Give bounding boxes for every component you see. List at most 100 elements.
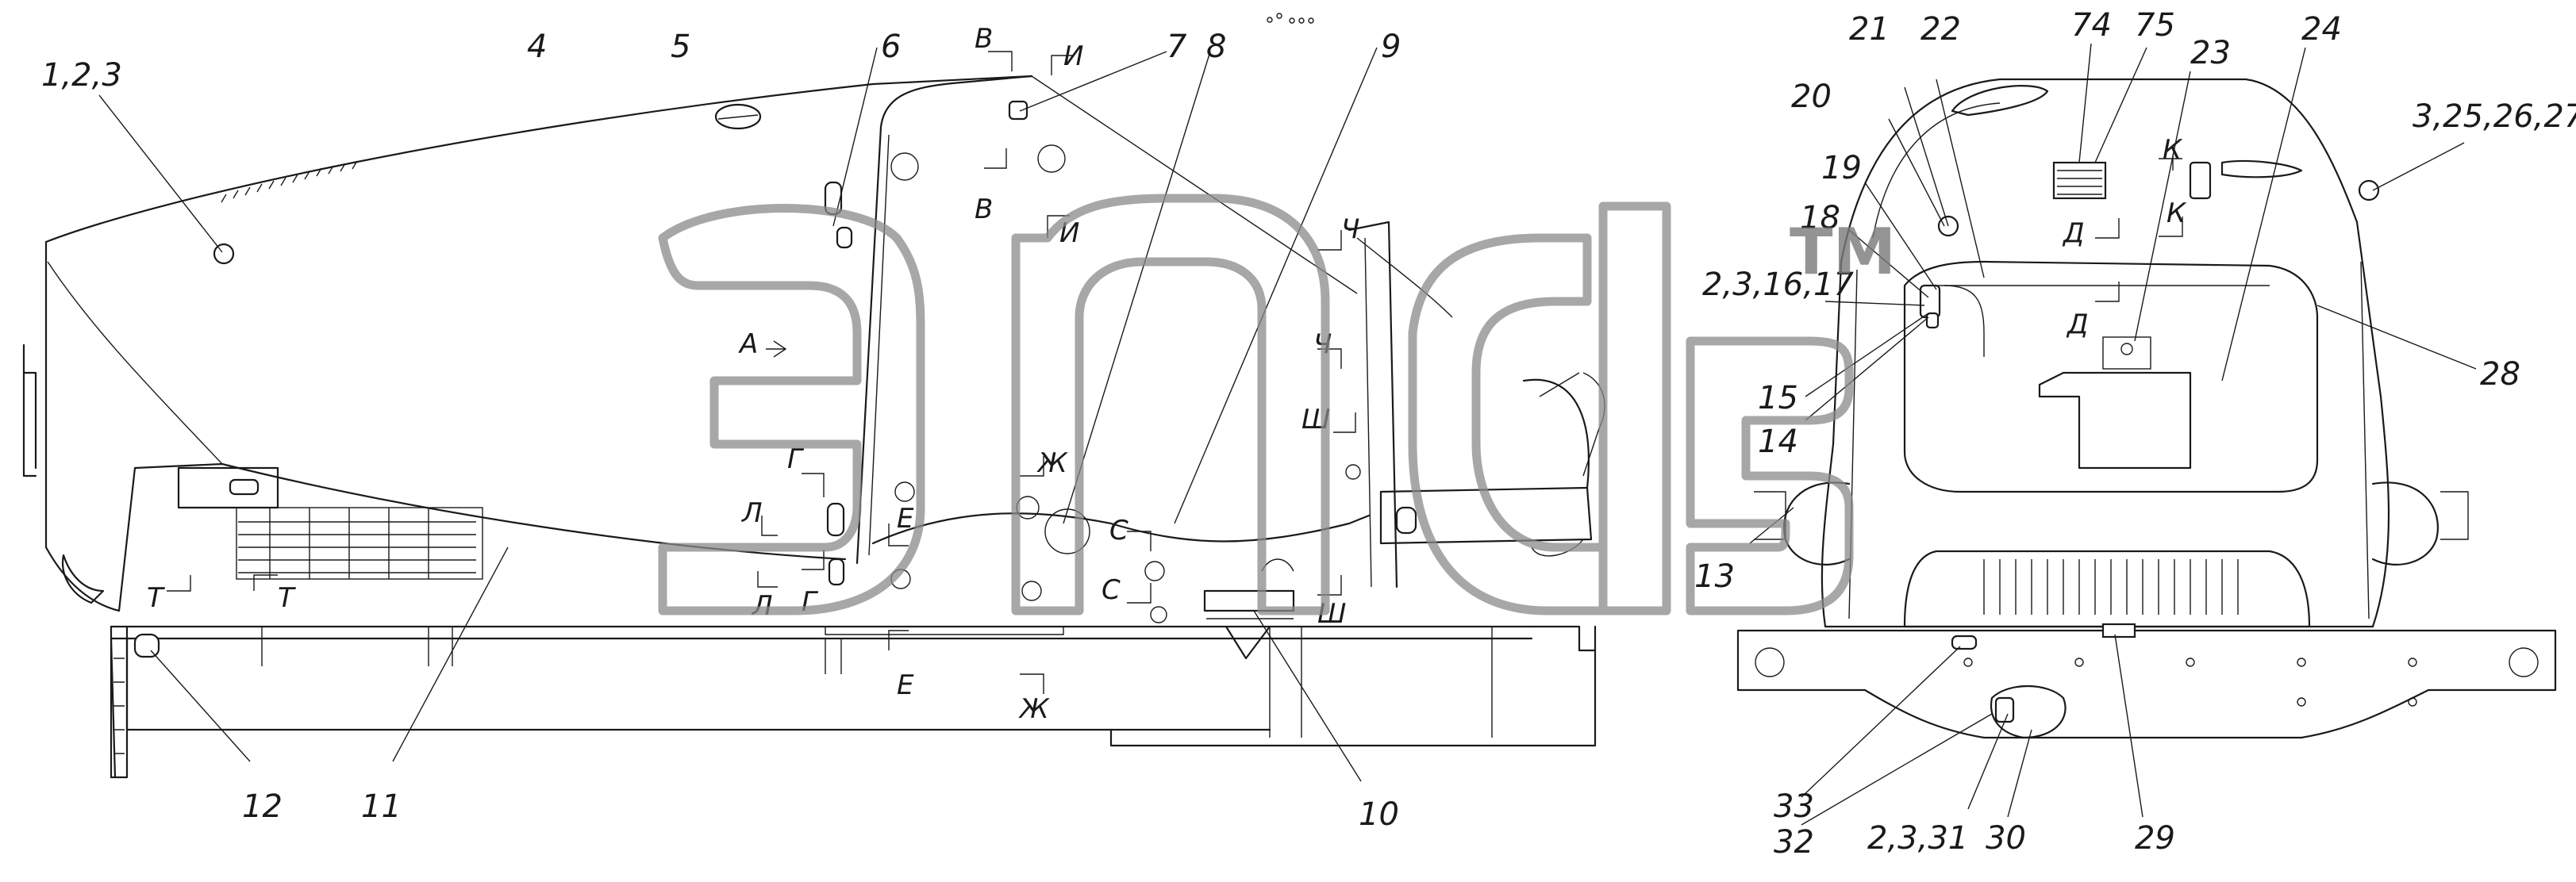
callout-5: 5 xyxy=(671,29,690,65)
section-letters: В И В И Ч Ч Ш Ш А Ж Ж Е Е Г Г Л Л Т Т С … xyxy=(147,23,2187,725)
callout-6: 6 xyxy=(881,29,901,65)
callout-7: 7 xyxy=(1167,29,1187,65)
callout-24: 24 xyxy=(2301,11,2342,48)
callout-21: 21 xyxy=(1849,11,1890,48)
section-l-low: Л xyxy=(751,590,773,622)
section-v-low: В xyxy=(975,194,993,225)
latch-33 xyxy=(1951,635,1978,650)
cab-body xyxy=(1821,220,2390,628)
section-k-top: К xyxy=(2163,134,2183,166)
front-frame xyxy=(1736,629,2557,739)
front-bracket xyxy=(22,343,37,477)
section-e-low: Е xyxy=(897,669,914,701)
watermark-logo: TM xyxy=(658,194,1896,615)
frame-plate xyxy=(1109,625,1597,747)
roof-handle xyxy=(1951,85,2049,117)
section-i-top: И xyxy=(1063,40,1083,72)
callout-14: 14 xyxy=(1758,424,1798,460)
callout-22: 22 xyxy=(1920,11,1961,48)
callout-15: 15 xyxy=(1758,380,1798,416)
front-view xyxy=(1736,78,2557,739)
handle-12 xyxy=(133,633,160,658)
side-bracket xyxy=(177,466,279,509)
roof-diagonal xyxy=(1031,75,1358,294)
latch-29 xyxy=(2101,623,2136,638)
callout-10: 10 xyxy=(1359,796,1399,833)
top-dots xyxy=(1267,13,1314,24)
cap-1-2-3 xyxy=(213,243,235,265)
callout-18: 18 xyxy=(1800,200,1840,236)
callout-32: 32 xyxy=(1774,824,1814,861)
frame-lower xyxy=(110,637,1271,779)
front-handle xyxy=(61,554,105,604)
watermark-trademark: TM xyxy=(1790,215,1896,289)
frame-cross xyxy=(1269,627,1302,738)
side-view xyxy=(22,75,1605,779)
callout-2-3-31: 2,3,31 xyxy=(1867,820,1968,857)
hood-vent-ticks xyxy=(221,160,358,203)
callout-labels: 1,2,3 4 5 6 7 8 9 10 11 12 13 14 15 2,3,… xyxy=(41,7,2576,861)
cab-roof xyxy=(1840,78,2359,263)
callout-29: 29 xyxy=(2135,820,2175,857)
callout-1-2-3: 1,2,3 xyxy=(41,57,122,94)
section-e-top: Е xyxy=(897,503,914,535)
cap-25 xyxy=(2358,179,2380,201)
callout-3-25-26-27: 3,25,26,27 xyxy=(2413,98,2576,135)
section-zh-low: Ж xyxy=(1018,693,1050,725)
watermark-letter-e xyxy=(658,204,925,615)
cab-panel xyxy=(855,75,1033,565)
wave-line-9 xyxy=(871,512,1371,545)
watermark-letter-z xyxy=(1686,336,1854,615)
section-ch-top: Ч xyxy=(1341,213,1359,245)
section-k-low: К xyxy=(2167,197,2187,229)
callout-12: 12 xyxy=(242,788,283,825)
section-d-top: Д xyxy=(2062,217,2085,249)
section-s-low: С xyxy=(1102,574,1121,606)
hood-outline xyxy=(44,75,1033,244)
cab-panel-inner xyxy=(868,134,890,556)
section-t-left: Т xyxy=(147,582,165,614)
side-pod-right xyxy=(2371,481,2439,566)
section-a: А xyxy=(738,328,758,360)
side-grille xyxy=(236,507,483,580)
callout-74: 74 xyxy=(2071,7,2112,44)
lower-grille xyxy=(1903,550,2311,628)
knob-sh xyxy=(1345,464,1361,480)
watermark-letter-p xyxy=(1011,194,1330,615)
pillar xyxy=(1348,220,1398,589)
callout-8: 8 xyxy=(1206,29,1226,65)
hood-lower-edge xyxy=(117,462,847,612)
callout-13: 13 xyxy=(1694,558,1735,595)
hood-side-curve xyxy=(47,261,223,465)
side-pod-left xyxy=(1783,481,1851,566)
section-t-right: Т xyxy=(278,582,296,614)
callout-19: 19 xyxy=(1821,150,1862,186)
callout-2-3-16-17: 2,3,16,17 xyxy=(1702,267,1854,303)
callout-33: 33 xyxy=(1774,788,1814,825)
rear-window xyxy=(1903,260,2319,493)
leader-lines xyxy=(98,43,2477,826)
watermark-letter-a xyxy=(1408,201,1671,615)
section-zh-top: Ж xyxy=(1036,447,1068,479)
section-d-low: Д xyxy=(2066,309,2089,340)
callout-75: 75 xyxy=(2135,7,2175,44)
pillar-inner xyxy=(1364,237,1372,588)
callout-4: 4 xyxy=(527,29,547,65)
section-s-top: С xyxy=(1109,515,1128,546)
front-post xyxy=(110,625,129,779)
bracket-30 xyxy=(1990,685,2067,739)
section-l-top: Л xyxy=(740,497,763,529)
callout-11: 11 xyxy=(361,788,402,825)
plate-23 xyxy=(2038,371,2192,470)
callout-28: 28 xyxy=(2480,356,2520,393)
hood-front-face xyxy=(44,240,121,612)
callout-20: 20 xyxy=(1791,79,1832,115)
callout-30: 30 xyxy=(1986,820,2026,857)
latch-7 xyxy=(1008,100,1028,121)
section-g-top: Г xyxy=(787,443,805,475)
light-74 xyxy=(2189,161,2212,200)
frame-rail-3 xyxy=(825,626,1064,635)
light-75 xyxy=(2052,161,2107,200)
callout-23: 23 xyxy=(2190,35,2231,71)
callout-9: 9 xyxy=(1381,29,1401,65)
